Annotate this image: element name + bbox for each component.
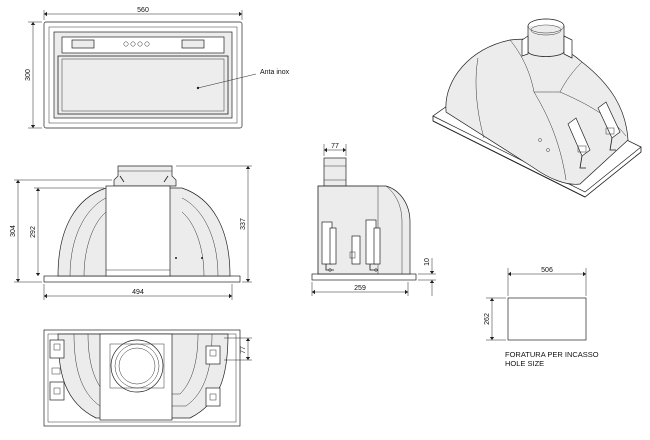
dim-height-304: 304 — [10, 225, 17, 237]
dim-outlet-77: 77 — [331, 143, 339, 150]
dim-depth-259: 259 — [354, 285, 366, 292]
dim-base-10: 10 — [424, 258, 431, 266]
dim-height-292: 292 — [30, 226, 37, 238]
dim-height-300: 300 — [25, 69, 32, 81]
top-view: 77 — [43, 329, 252, 427]
front-view: Anta inox 560 300 — [25, 7, 290, 129]
hole-cutout: 506 262 FORATURA PER INCASSO HOLE SIZE — [484, 267, 599, 368]
inox-panel — [57, 55, 229, 115]
dim-hole-width-506: 506 — [541, 267, 553, 274]
isometric-view — [432, 18, 642, 198]
side-view-small: 77 259 10 — [311, 143, 436, 296]
dim-base-width-494: 494 — [132, 289, 144, 296]
dim-width-560: 560 — [137, 7, 149, 14]
dim-offset-77: 77 — [240, 346, 247, 354]
control-buttons — [123, 41, 150, 47]
note-anta-inox: Anta inox — [260, 69, 290, 76]
dim-height-337: 337 — [240, 218, 247, 230]
dim-hole-height-262: 262 — [484, 313, 491, 325]
hole-caption-line1: FORATURA PER INCASSO — [505, 350, 599, 359]
side-view-large: 494 304 292 337 — [10, 165, 252, 300]
cutout-rectangle — [507, 297, 587, 341]
hole-caption-line2: HOLE SIZE — [505, 359, 544, 368]
